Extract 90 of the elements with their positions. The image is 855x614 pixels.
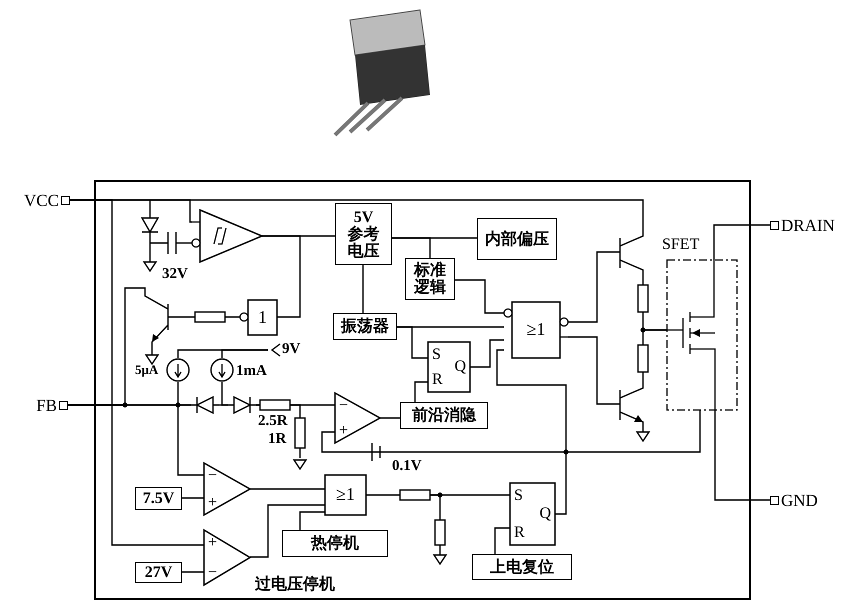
value-label: 1mA [236,363,267,380]
resistor-symbol [295,418,305,448]
pin-label: FB [36,396,57,414]
comparator-symbol [204,463,250,515]
input-sign: − [339,397,348,414]
function-block [477,218,557,260]
input-sign: − [208,467,218,484]
resistor-symbol [400,490,430,500]
wire [250,504,325,558]
block-label: 7.5V [142,490,174,507]
wire [430,494,441,520]
current-source-symbol [210,358,234,382]
wire [392,237,431,258]
wire [496,349,567,515]
pin-letter: S [514,487,523,504]
wire [299,511,325,530]
block-label: 5V 参考电压 [346,208,380,260]
wire [568,251,610,323]
comparator-symbol [204,530,250,585]
block-label: 27V [144,564,172,581]
component-label: SFET [662,236,700,253]
logic-gate [325,475,366,515]
input-sign: + [208,534,218,552]
value-label: 2.5R [258,413,288,430]
comparator-symbol [335,393,380,443]
wire [182,497,204,499]
wire [397,326,428,359]
pin-letter: Q [539,505,551,522]
wire [70,199,644,232]
function-block [282,530,388,557]
pin-letter: Q [454,358,466,375]
value-label: 1R [268,431,286,448]
function-block [472,554,572,580]
wire [380,417,400,419]
flip-flop [510,483,555,545]
flip-flop [428,342,470,392]
pin-label: VCC [24,192,59,208]
input-sign: − [208,564,218,581]
function-block [335,203,392,265]
resistor-symbol [435,520,445,545]
wire [455,279,504,314]
value-label: 0.1V [392,458,422,475]
gate-label: ≥1 [526,321,546,338]
block-label: 前沿消隐 [412,407,476,424]
gate-label: 1 [257,308,268,326]
block-label: 上电复位 [490,558,554,576]
schmitt-trigger-symbol [192,210,262,262]
current-source-symbol [166,358,190,382]
pin-letter: R [514,524,525,541]
pin-letter: R [432,371,443,388]
gate-label: ≥1 [335,486,356,503]
block-label: 标准逻辑 [412,262,447,296]
wire [470,339,504,368]
function-block [135,562,182,583]
wire [321,410,701,453]
wire [250,488,325,490]
pin-label: GND [781,492,818,508]
function-block [135,487,182,510]
wire [262,235,301,318]
supply-terminal [268,341,302,359]
diode-symbol [228,397,256,413]
wire [714,410,770,501]
wire [182,571,204,573]
wire [494,527,510,554]
wire [221,382,228,406]
wire [414,381,428,402]
block-label: 振荡器 [341,318,389,335]
value-label: 5μA [135,362,158,378]
wire [366,494,400,496]
wire [362,265,364,313]
node-label: 过电压停机 [255,574,335,595]
wire [177,382,191,406]
mosfet-symbol [660,236,740,410]
pin-label: DRAIN [781,216,835,234]
voltage-label: 9V [282,341,300,358]
value-label: 32V [162,266,188,283]
function-block [333,313,397,340]
input-sign: + [339,422,348,439]
logic-gate [240,300,277,335]
function-block [405,258,455,300]
input-sign: + [208,494,218,511]
function-block [400,402,488,429]
logic-gate [504,302,568,358]
wire [221,349,268,358]
wire [568,336,610,405]
pin-letter: S [432,346,441,363]
diode-symbol [191,397,219,413]
block-label: 内部偏压 [485,230,549,248]
wire [713,224,770,260]
block-label: 热停机 [311,535,359,552]
